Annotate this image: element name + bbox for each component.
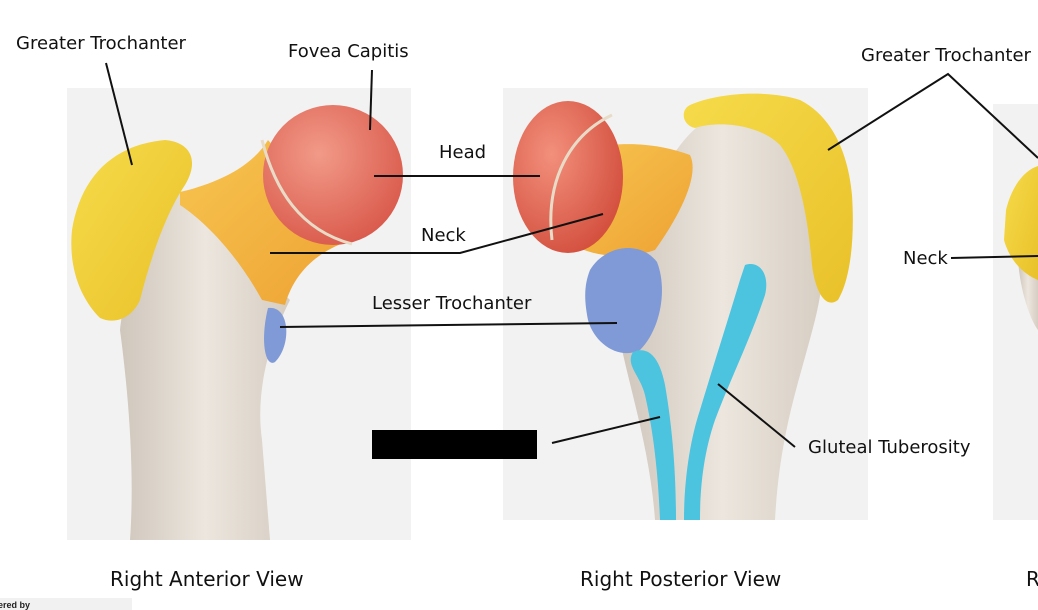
footer-text: ered by [0, 600, 30, 610]
label-lesser-trochanter: Lesser Trochanter [372, 293, 531, 314]
label-neck-center: Neck [421, 225, 466, 246]
caption-posterior-view: Right Posterior View [580, 567, 781, 591]
label-neck-right: Neck [903, 248, 948, 269]
label-head: Head [439, 142, 486, 163]
label-gluteal-tuberosity: Gluteal Tuberosity [808, 437, 971, 458]
label-posterior-greater-trochanter: Greater Trochanter [861, 45, 1031, 66]
caption-third-view: R [1026, 567, 1038, 591]
caption-anterior-view: Right Anterior View [110, 567, 304, 591]
label-anterior-greater-trochanter: Greater Trochanter [16, 33, 186, 54]
redacted-label-box [372, 430, 537, 459]
label-fovea-capitis: Fovea Capitis [288, 41, 409, 62]
